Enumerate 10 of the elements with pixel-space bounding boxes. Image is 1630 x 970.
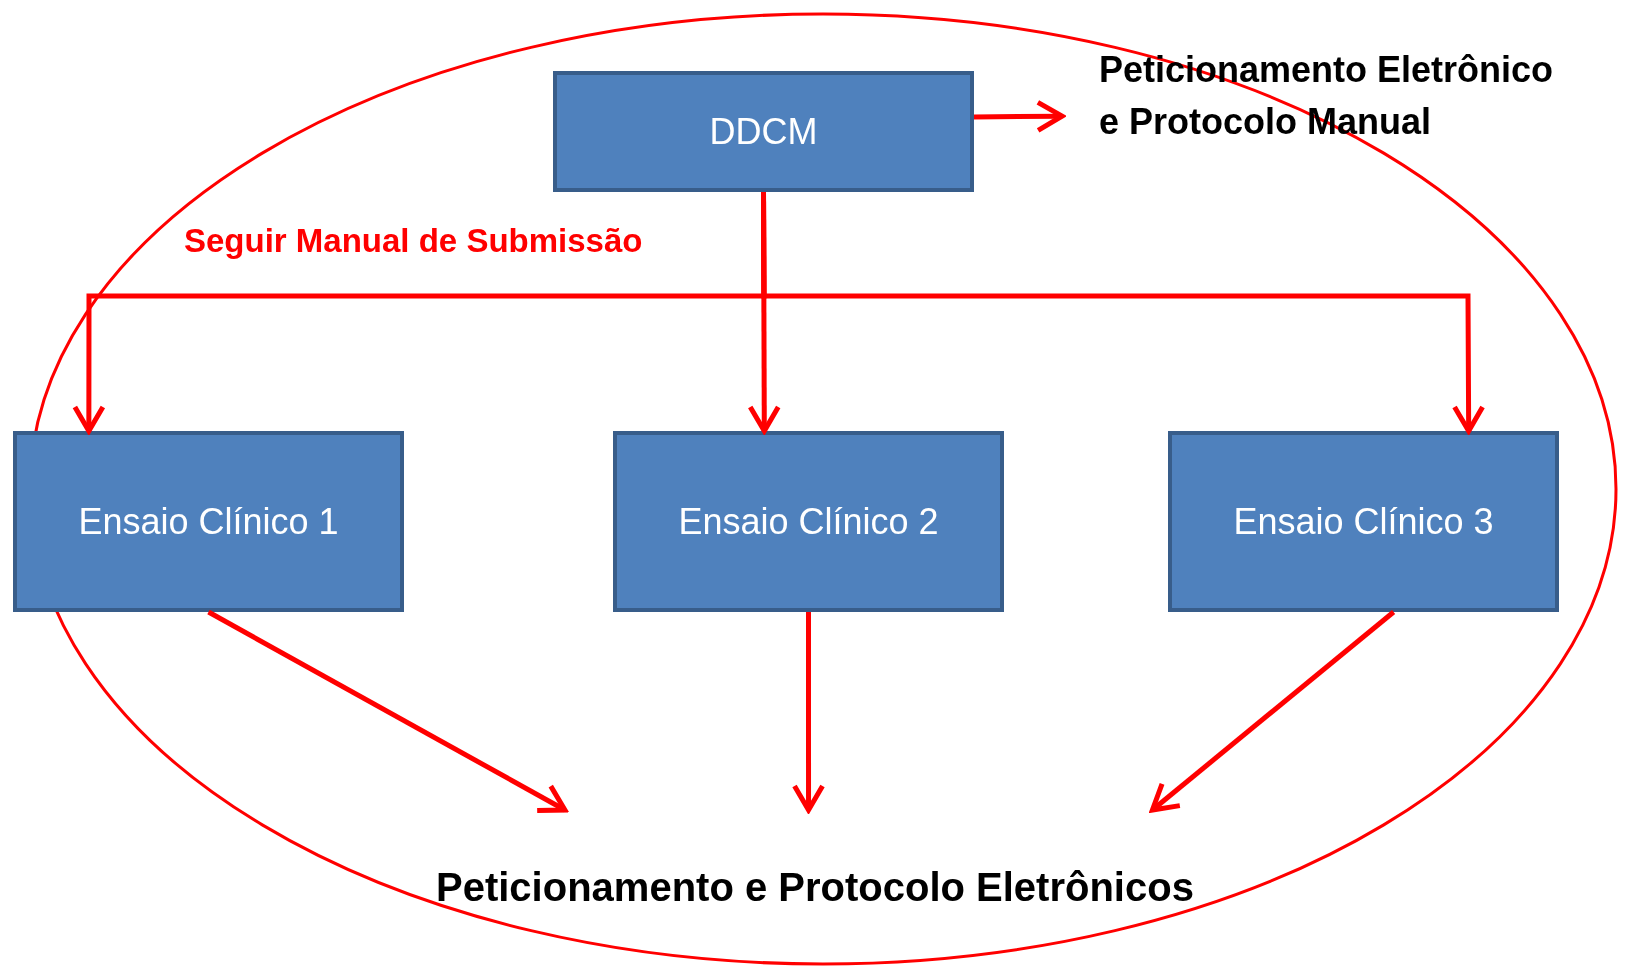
arrow <box>973 99 1065 133</box>
process-box: DDCM <box>553 71 974 192</box>
note-text: Seguir Manual de Submissão <box>184 222 643 260</box>
process-box: Ensaio Clínico 2 <box>613 431 1004 612</box>
arrow <box>207 609 568 814</box>
process-box: Ensaio Clínico 3 <box>1168 431 1559 612</box>
arrow <box>1149 610 1396 813</box>
process-box: Ensaio Clínico 1 <box>13 431 404 612</box>
node-text: Peticionamento e Protocolo Eletrônicos <box>436 810 1232 922</box>
arrow <box>792 612 825 813</box>
